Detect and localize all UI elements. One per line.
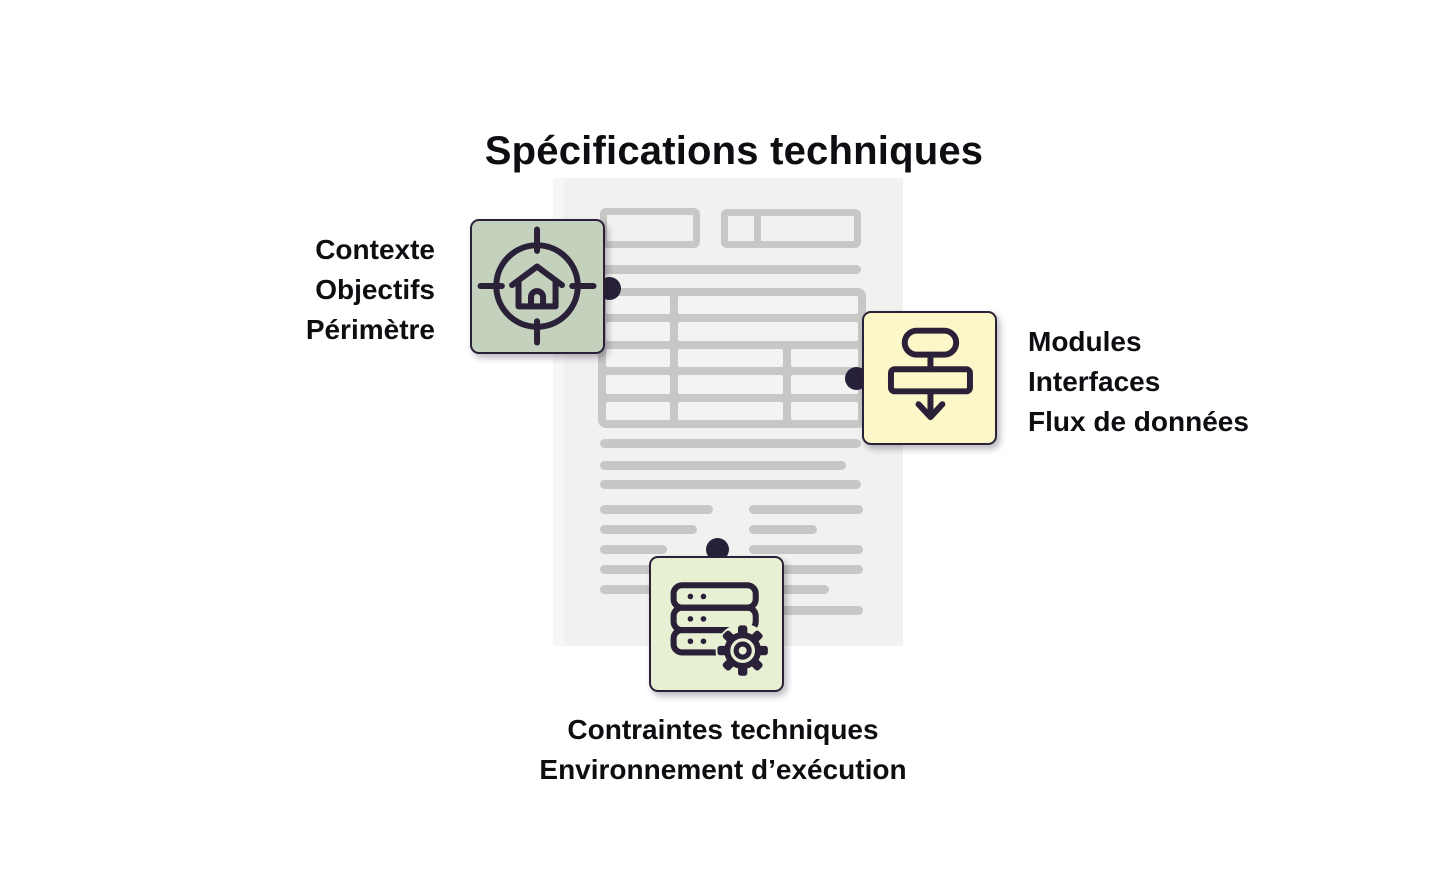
doc-header-box-divider bbox=[754, 216, 761, 241]
label-line: Environnement d’exécution bbox=[539, 754, 907, 785]
doc-table-cell bbox=[678, 375, 783, 394]
label-constraints: Contraintes techniques Environnement d’e… bbox=[423, 710, 1023, 790]
server-gear-icon bbox=[670, 582, 770, 678]
doc-table-cell bbox=[606, 375, 670, 394]
label-line: Contraintes techniques bbox=[567, 714, 879, 745]
label-line: Objectifs bbox=[315, 274, 435, 305]
flowchart-icon bbox=[887, 327, 973, 421]
label-line: Interfaces bbox=[1028, 366, 1161, 397]
doc-table-cell bbox=[606, 296, 670, 315]
label-line: Périmètre bbox=[305, 314, 435, 345]
label-line: Flux de données bbox=[1028, 406, 1249, 437]
node-context bbox=[470, 219, 605, 354]
node-modules bbox=[862, 311, 997, 445]
node-constraints bbox=[649, 556, 784, 692]
label-line: Modules bbox=[1028, 326, 1142, 357]
doc-table-cell bbox=[791, 401, 858, 420]
page-title: Spécifications techniques bbox=[484, 128, 984, 173]
doc-header-box-left bbox=[600, 208, 700, 248]
connector-dot-constraints bbox=[706, 538, 729, 561]
doc-divider-line bbox=[600, 265, 861, 274]
doc-table-cell bbox=[678, 296, 858, 315]
doc-header-box-right bbox=[721, 209, 861, 248]
doc-table-cell bbox=[678, 322, 858, 341]
doc-table-cell bbox=[678, 348, 783, 368]
target-home-icon bbox=[477, 226, 597, 346]
doc-table-cell bbox=[678, 401, 783, 420]
doc-table-cell bbox=[606, 401, 670, 420]
label-line: Contexte bbox=[315, 234, 435, 265]
label-context: Contexte Objectifs Périmètre bbox=[306, 230, 435, 350]
doc-table-cell bbox=[791, 375, 858, 394]
label-modules: Modules Interfaces Flux de données bbox=[1028, 322, 1249, 442]
doc-table-cell bbox=[606, 322, 670, 341]
doc-table-cell bbox=[791, 348, 858, 368]
doc-table bbox=[598, 288, 866, 428]
doc-table-cell bbox=[606, 348, 670, 368]
